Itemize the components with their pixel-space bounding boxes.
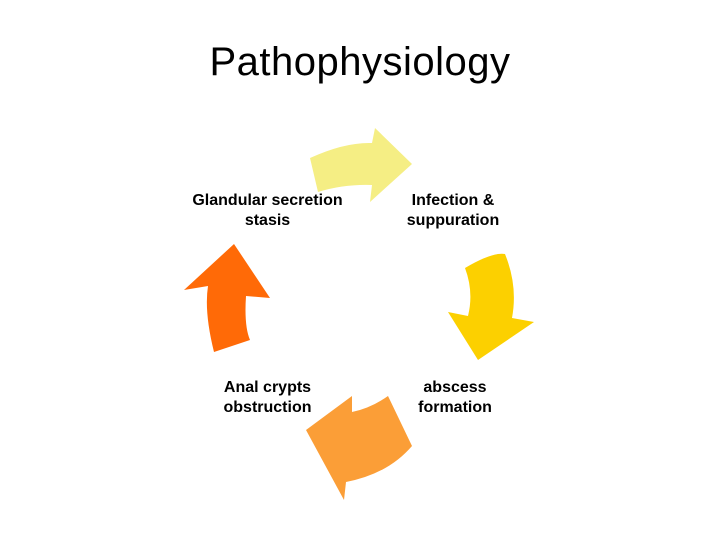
step-label-line: Glandular secretion [192, 192, 343, 209]
arrow-right [448, 253, 534, 360]
step-label-line: formation [418, 399, 492, 416]
step-label-line: suppuration [406, 212, 500, 229]
step-abscess-formation: abscess formation [380, 378, 530, 418]
step-label-line: Infection & [411, 192, 495, 209]
step-label-line: abscess [423, 379, 487, 396]
step-glandular-secretion-stasis: Glandular secretion stasis [170, 191, 365, 231]
step-infection-suppuration: Infection & suppuration [378, 191, 528, 231]
step-label-line: stasis [244, 212, 291, 229]
step-label-line: obstruction [223, 399, 312, 416]
arrow-top [310, 128, 412, 202]
slide-title: Pathophysiology [209, 40, 511, 84]
arrow-left [184, 244, 270, 352]
step-label-line: Anal crypts [223, 379, 312, 396]
step-anal-crypts-obstruction: Anal crypts obstruction [190, 378, 345, 418]
arrow-bottom [306, 396, 412, 500]
